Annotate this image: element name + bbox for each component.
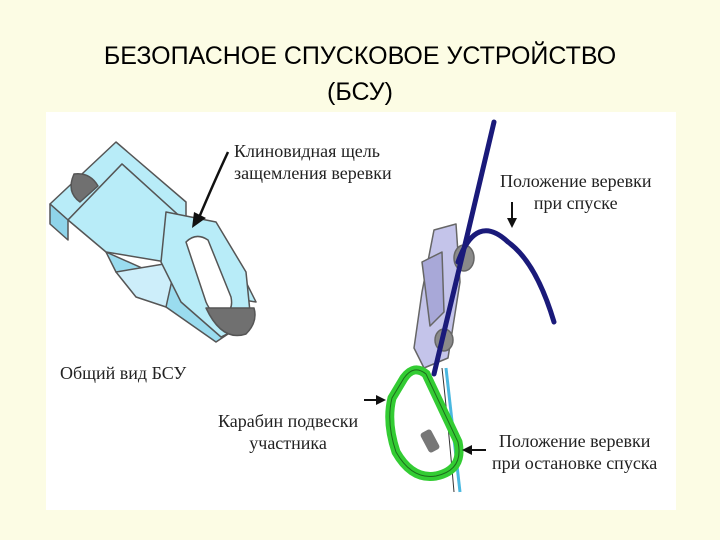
- label-rope-stop-line-2: при остановке спуска: [492, 453, 658, 473]
- diagram-drawing: [49, 119, 557, 493]
- diagram-panel: Клиновидная щель защемления веревки Общи…: [46, 112, 676, 510]
- carabiner-outline: [389, 369, 460, 477]
- rope-stop-arrowhead: [462, 445, 472, 455]
- device-dark-face-top: [70, 173, 99, 203]
- title-line-1: БЕЗОПАСНОЕ СПУСКОВОЕ УСТРОЙСТВО: [103, 42, 617, 70]
- device-top-arm-edge: [49, 203, 69, 241]
- label-carabiner-line-2: участника: [249, 433, 327, 453]
- carabiner-gate: [420, 429, 440, 453]
- wedge-slot-arrowhead: [192, 212, 206, 228]
- wedge-slot-arrow: [196, 151, 230, 221]
- label-general-view: Общий вид БСУ: [60, 363, 187, 383]
- label-rope-stop-line-1: Положение веревки: [498, 431, 651, 451]
- device-dark-face-bottom: [205, 307, 256, 337]
- label-rope-descent: Положение веревки при спуске: [500, 170, 652, 214]
- title: БЕЗОПАСНОЕ СПУСКОВОЕ УСТРОЙСТВО (БСУ): [0, 38, 720, 110]
- rope-descent-arrowhead: [507, 218, 517, 228]
- label-carabiner-line-1: Карабин подвески: [218, 411, 359, 431]
- label-wedge-slot-line-1: Клиновидная щель: [234, 141, 380, 161]
- label-carabiner: Карабин подвески участника: [218, 410, 358, 454]
- rope-descent-line: [431, 119, 557, 377]
- device-in-use: [413, 223, 475, 369]
- carabiner-arrowhead: [376, 395, 386, 405]
- label-wedge-slot-line-2: защемления веревки: [234, 163, 392, 183]
- label-rope-descent-line-1: Положение веревки: [500, 171, 652, 191]
- title-line-2: (БСУ): [327, 78, 393, 106]
- device-general-view: [49, 141, 257, 343]
- label-rope-descent-line-2: при спуске: [533, 193, 618, 213]
- device-fin: [115, 261, 177, 308]
- label-wedge-slot: Клиновидная щель защемления веревки: [234, 140, 392, 184]
- device-in-use-side: [421, 251, 445, 327]
- label-rope-stop: Положение веревки при остановке спуска: [492, 430, 657, 474]
